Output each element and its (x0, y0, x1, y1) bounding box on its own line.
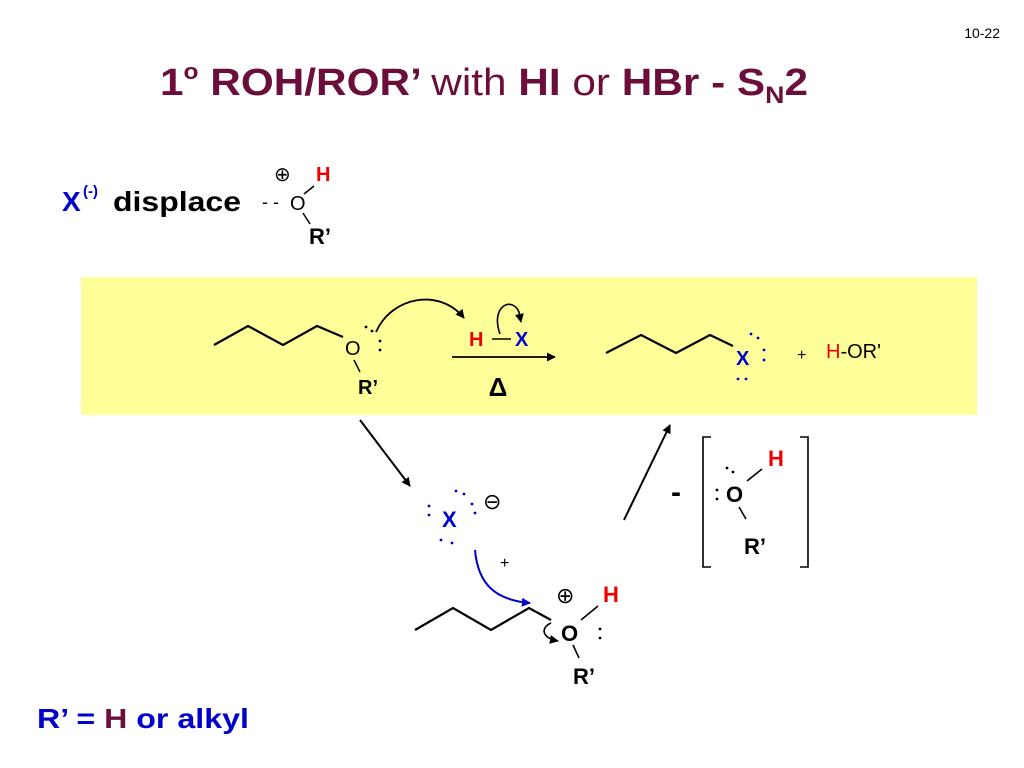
reactant-or-bond (353, 359, 361, 373)
oxonium-r: R’ (573, 664, 595, 689)
oxonium-bond-break-arrow (543, 622, 559, 644)
reactant-oxygen: O (345, 338, 361, 360)
mechanism-plus: + (500, 555, 509, 572)
displace-r: R’ (309, 224, 331, 249)
hx-h: H (469, 329, 483, 351)
reactant-r: R’ (358, 377, 378, 399)
oxonium-o: O (561, 621, 578, 646)
loss-sign: - (671, 476, 681, 509)
title-reagent2: HBr - S (622, 62, 765, 104)
footer-r: R’ = (37, 703, 95, 734)
displace-plus: ⊕ (274, 164, 291, 186)
halide-x: X (442, 507, 457, 532)
product-plus: + (797, 347, 806, 364)
page-number: 10-22 (964, 25, 1000, 41)
product-x: X (736, 348, 750, 370)
title-sub: N (765, 82, 784, 109)
curved-arrow-halide-attack (474, 549, 531, 607)
oxonium-lone-pair (598, 627, 602, 640)
displace-charge: (-) (83, 183, 98, 200)
oxonium-oh-bond (580, 605, 599, 621)
halide-lone-pairs (427, 489, 477, 545)
product-butyl-chain (605, 333, 734, 355)
bracket-oh-bond (746, 468, 763, 482)
displace-o: O (290, 193, 306, 215)
bracket-or-bond (738, 506, 747, 520)
displace-or-bond (302, 212, 311, 225)
curved-arrow-hx-bond (496, 303, 524, 335)
oxonium-h: H (603, 582, 619, 607)
footer-h: H (104, 703, 127, 734)
displace-dashes: - - (262, 192, 279, 212)
bracket-h: H (768, 446, 784, 471)
arrow-to-halide (359, 419, 411, 487)
displace-oh-bond (303, 185, 315, 195)
title-or: or (572, 62, 610, 104)
hx-x: X (515, 329, 529, 351)
reactant-lone-pairs (364, 325, 382, 352)
displace-x: X (62, 186, 81, 217)
arrow-to-product (623, 424, 671, 521)
title-part1: ROH/ROR’ (210, 62, 419, 104)
title-degree-sup: o (184, 59, 199, 84)
heat-symbol: Δ (489, 372, 508, 402)
title-reagent1: HI (518, 62, 560, 104)
bracket-lone-pairs (715, 466, 735, 501)
oxonium-or-bond (572, 644, 580, 659)
halide-minus: ⊖ (483, 489, 501, 514)
byproduct-rest: -OR' (840, 341, 880, 363)
displace-statement: X (-) displace - - O ⊕ H R’ (62, 164, 331, 249)
bracket-r: R’ (744, 534, 766, 559)
byproduct-h: H (826, 341, 840, 363)
displace-h: H (316, 164, 330, 186)
left-bracket (702, 436, 711, 568)
oxonium-butyl-chain (414, 606, 552, 632)
right-bracket (800, 436, 809, 568)
reaction-highlight-box (81, 277, 977, 415)
bracket-o: O (726, 482, 743, 507)
oxonium-plus: ⊕ (556, 583, 574, 608)
title-degree: 1 (160, 62, 184, 104)
byproduct: H-OR' (826, 341, 881, 363)
reactant-butyl-chain (213, 324, 344, 347)
product-x-lone-pairs (736, 332, 766, 381)
title-with: with (430, 62, 506, 104)
displace-word: displace (113, 186, 241, 217)
footer-definition: R’ = H or alkyl (37, 703, 249, 734)
curved-arrow-o-to-h (375, 298, 465, 333)
title-end: 2 (784, 62, 808, 104)
footer-rest: or alkyl (136, 703, 249, 734)
